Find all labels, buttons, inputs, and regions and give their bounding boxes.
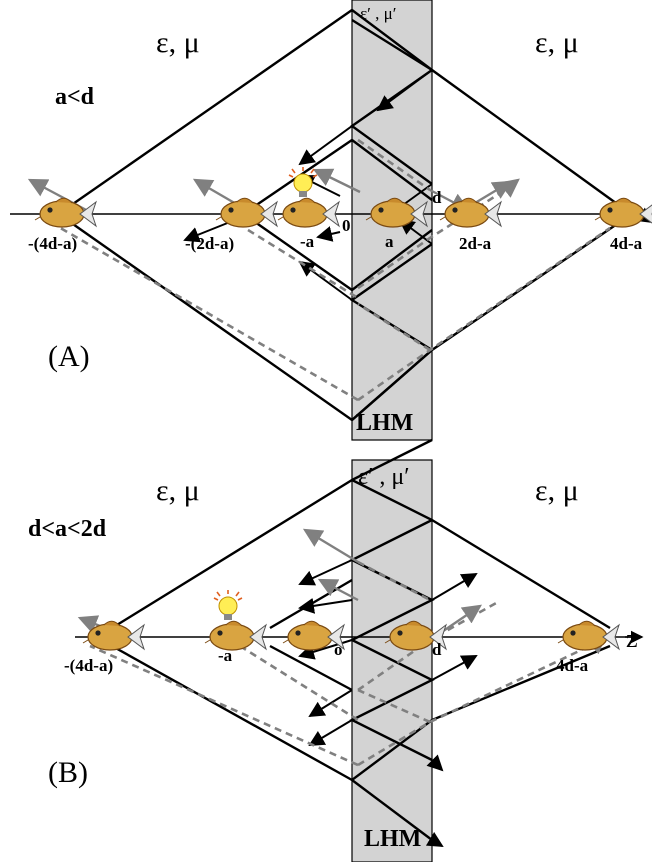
condition-label-a: a<d [55,84,95,110]
fish-icon [204,620,267,651]
fish-icon [594,197,652,228]
slab-label-a: LHM [356,410,414,436]
axis-label-z: z [626,624,638,653]
d-mark-a: d [432,188,442,207]
position-label: -(2d-a) [185,234,235,253]
panel-label-a: (A) [48,340,90,373]
dashed-arrows-a [27,168,520,214]
dashed-rays-a [49,138,611,402]
position-label: -a [218,646,233,665]
slab-medium-label-a: ε′ , μ′ [360,4,397,23]
medium-label-right-a: ε, μ [535,26,579,59]
panel-b [75,438,644,862]
origin-label-a: 0 [342,216,351,235]
position-label: a [385,232,394,251]
panel-label-b: (B) [48,756,88,789]
medium-label-left-b: ε, μ [156,474,200,507]
position-label: 2d-a [459,234,492,253]
position-label: -a [300,232,315,251]
slab-medium-label-b: ε′ , μ′ [358,464,410,490]
medium-label-right-b: ε, μ [535,474,579,507]
fish-icon [215,197,278,228]
position-label: -(4d-a) [28,234,78,253]
fish-icon [34,197,97,228]
medium-label-left-a: ε, μ [156,26,200,59]
condition-label-b: d<a<2d [28,516,107,542]
position-label: 4d-a [610,234,643,253]
position-label: 4d-a [556,656,589,675]
panel-a [10,0,652,441]
origin-label-b: o [334,640,343,659]
light-bulb-icon [213,589,243,621]
arrows-b [298,559,478,848]
position-label: -(4d-a) [64,656,114,675]
rays-a [69,8,621,422]
slab-label-b: LHM [364,826,422,852]
fish-icon [439,197,502,228]
fish-icon [277,197,340,228]
d-mark-b: d [432,640,442,659]
